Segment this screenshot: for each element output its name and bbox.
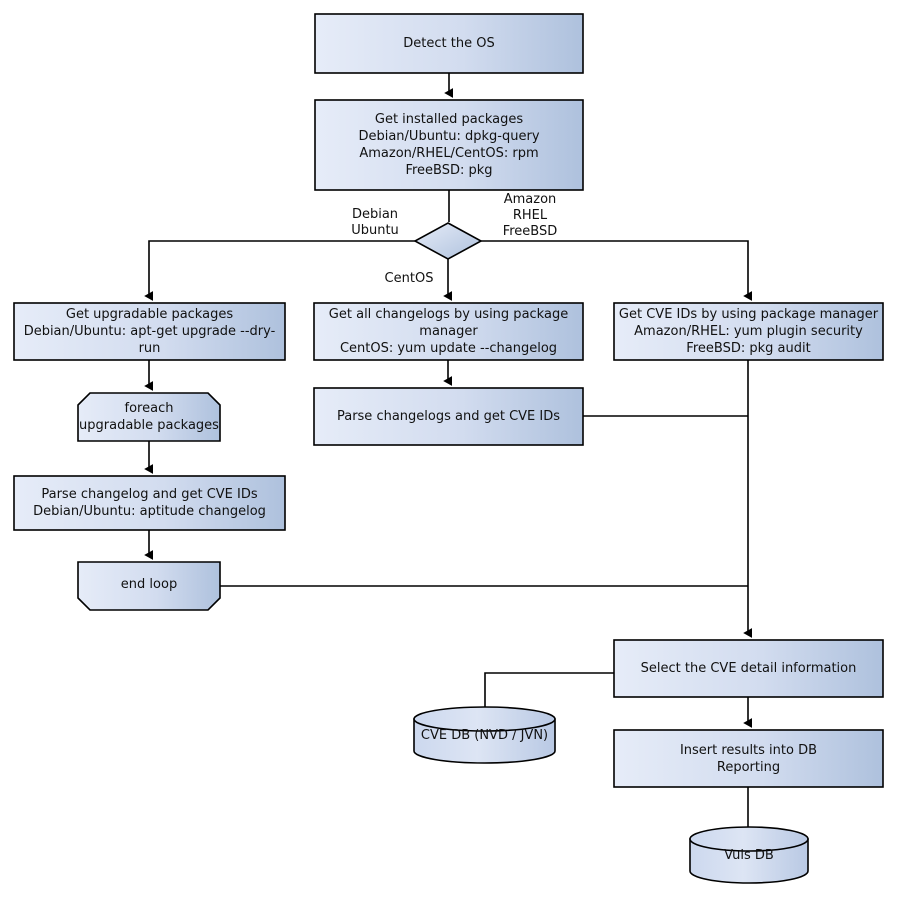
node-cve-db [413,706,556,764]
node-shapes [13,13,884,884]
node-select-cve-detail [613,639,884,698]
edge-connectors [144,73,753,832]
node-parse-changelogs-centos [313,387,584,446]
edge-decision-to-cveids [481,240,753,301]
node-detect-os [314,13,584,74]
edge-decision-to-upgradable [144,240,415,301]
node-get-all-changelogs [313,302,584,361]
node-vuls-db [689,826,809,884]
node-end-loop [77,561,221,611]
node-get-installed-packages [314,99,584,191]
node-insert-results [613,729,884,788]
node-foreach-upgradable [77,392,221,442]
edge-select-to-cvedb [484,672,614,712]
node-parse-changelog-debian [13,475,286,531]
node-os-decision [413,222,483,260]
node-get-upgradable-packages [13,302,286,361]
node-get-cve-ids-pkgmgr [613,302,884,361]
